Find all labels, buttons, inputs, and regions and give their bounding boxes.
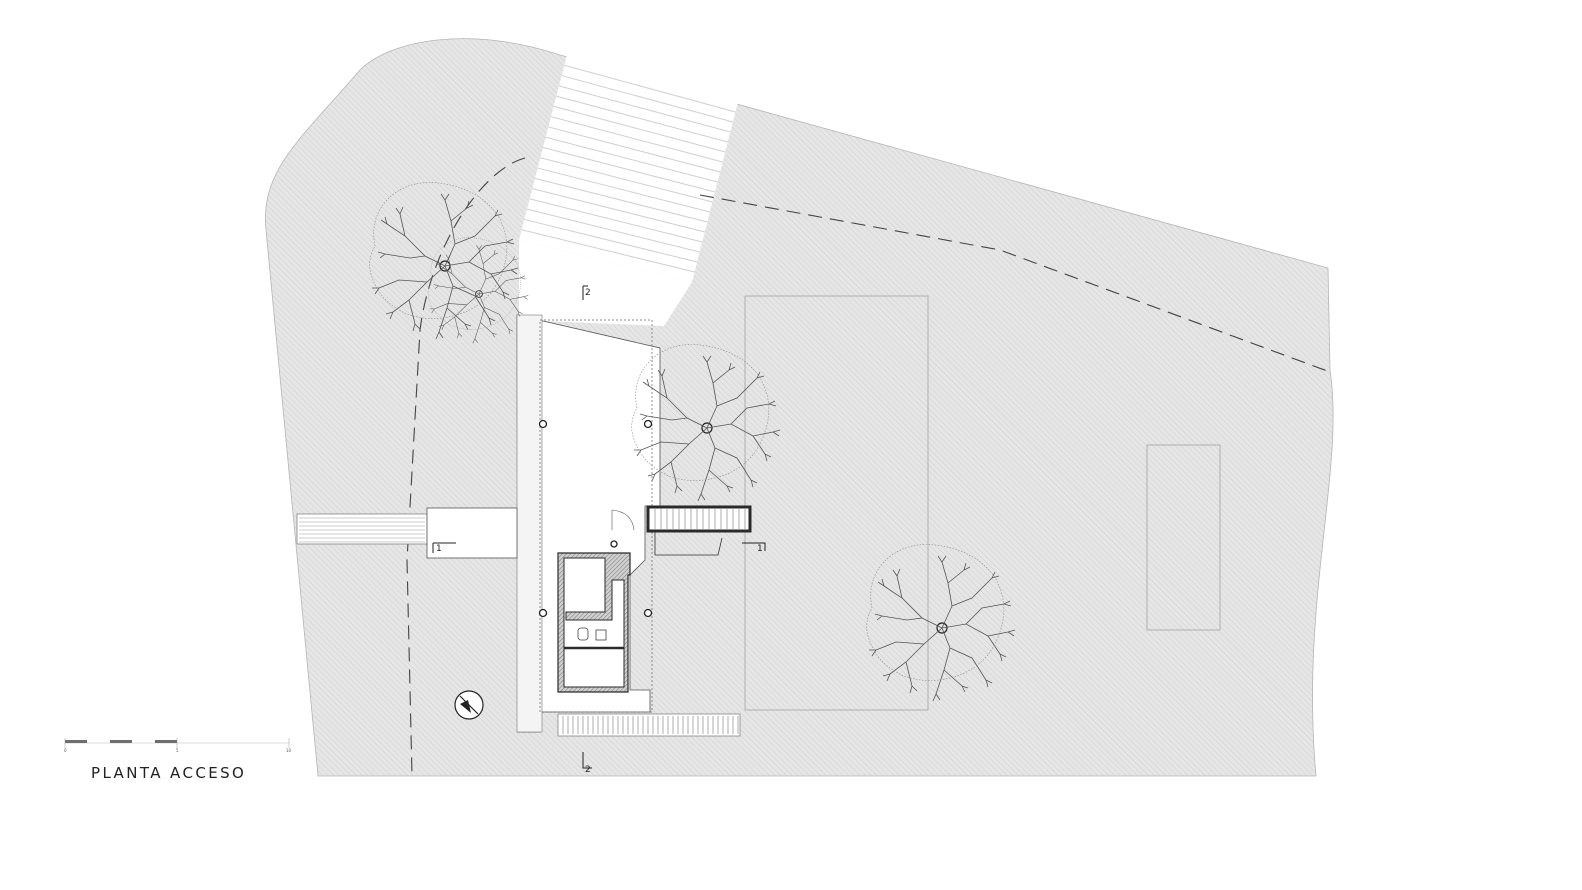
scale-label-10: 10 xyxy=(286,748,292,753)
south-deck xyxy=(557,713,741,737)
column xyxy=(643,608,653,618)
section-label-1-left: 1 xyxy=(436,544,442,554)
scale-bar: 0 5 10 xyxy=(64,738,292,753)
site-ground xyxy=(265,38,1334,777)
scale-label-0: 0 xyxy=(64,748,67,753)
columns xyxy=(538,419,653,618)
roof-line-dashed xyxy=(699,194,1331,373)
section-marker-1-right: 1 xyxy=(742,542,766,554)
north-arrow-icon xyxy=(454,690,484,720)
column xyxy=(538,419,548,429)
drawing-title: PLANTA ACCESO xyxy=(91,764,246,782)
entry-court xyxy=(519,240,692,326)
pool-outline xyxy=(1146,444,1221,631)
access-deck-stripes xyxy=(519,55,738,282)
column xyxy=(538,608,548,618)
section-label-1-right: 1 xyxy=(757,544,763,554)
west-walkway xyxy=(296,507,518,559)
section-marker-2-top: 2 xyxy=(582,285,591,300)
section-label-2-top: 2 xyxy=(585,288,591,298)
property-line-dashed xyxy=(406,157,526,777)
upper-terrace xyxy=(516,314,543,733)
section-label-2-bottom: 2 xyxy=(585,765,591,775)
lawn-area xyxy=(744,295,929,711)
column xyxy=(610,540,618,548)
core-walls xyxy=(557,552,631,693)
section-marker-2-bottom: 2 xyxy=(582,752,592,775)
scale-label-5: 5 xyxy=(176,748,179,753)
column xyxy=(643,419,653,429)
stair xyxy=(611,505,752,556)
section-marker-1-left: 1 xyxy=(432,542,456,554)
